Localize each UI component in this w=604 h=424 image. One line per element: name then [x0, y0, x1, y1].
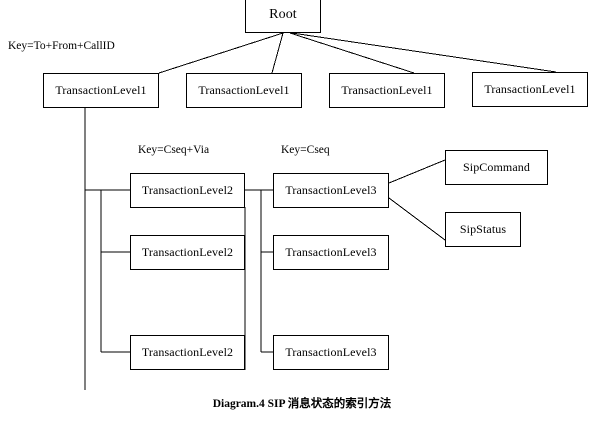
key-label-level3: Key=Cseq	[281, 144, 330, 156]
key-label-level3-text: Key=Cseq	[281, 144, 330, 156]
diagram-caption: Diagram.4 SIP 消息状态的索引方法	[212, 398, 392, 410]
edge-level3-to-sipstatus	[388, 197, 446, 241]
edge-level3-to-sipcommand	[388, 159, 446, 184]
node-sip-status[interactable]: SipStatus	[445, 212, 521, 247]
edge-root-to-level1-3	[289, 32, 415, 74]
key-label-level1-text: Key=To+From+CallID	[8, 40, 115, 52]
node-label: TransactionLevel3	[285, 245, 377, 259]
node-label: TransactionLevel1	[55, 83, 147, 97]
node-label: TransactionLevel1	[198, 83, 290, 97]
node-transaction-level1-2[interactable]: TransactionLevel1	[186, 73, 302, 108]
node-transaction-level2-1[interactable]: TransactionLevel2	[130, 173, 245, 208]
key-label-level1: Key=To+From+CallID	[8, 40, 115, 52]
node-label: TransactionLevel1	[341, 83, 433, 97]
node-label: TransactionLevel1	[484, 82, 576, 96]
node-transaction-level3-2[interactable]: TransactionLevel3	[273, 235, 389, 270]
node-label: SipStatus	[459, 222, 507, 236]
node-label: TransactionLevel2	[141, 345, 234, 359]
node-label: TransactionLevel3	[285, 345, 377, 359]
node-label: TransactionLevel2	[141, 183, 234, 197]
node-transaction-level2-2[interactable]: TransactionLevel2	[130, 235, 245, 270]
node-root-label: Root	[269, 7, 297, 22]
node-label: SipCommand	[462, 160, 530, 174]
node-transaction-level3-1[interactable]: TransactionLevel3	[273, 173, 389, 208]
node-label: TransactionLevel3	[285, 183, 377, 197]
node-sip-command[interactable]: SipCommand	[445, 150, 548, 185]
node-label: TransactionLevel2	[141, 245, 234, 259]
node-transaction-level1-4[interactable]: TransactionLevel1	[472, 72, 588, 107]
edge-root-to-level1-2	[271, 32, 284, 74]
node-transaction-level2-3[interactable]: TransactionLevel2	[130, 335, 245, 370]
node-transaction-level3-3[interactable]: TransactionLevel3	[273, 335, 389, 370]
key-label-level2: Key=Cseq+Via	[138, 144, 209, 156]
node-root[interactable]: Root	[245, 0, 321, 33]
edge-root-to-level1-1	[158, 32, 284, 74]
edge-root-to-level1-4	[291, 32, 557, 73]
key-label-level2-text: Key=Cseq+Via	[138, 144, 210, 156]
node-transaction-level1-1[interactable]: TransactionLevel1	[43, 73, 159, 108]
node-transaction-level1-3[interactable]: TransactionLevel1	[329, 73, 445, 108]
